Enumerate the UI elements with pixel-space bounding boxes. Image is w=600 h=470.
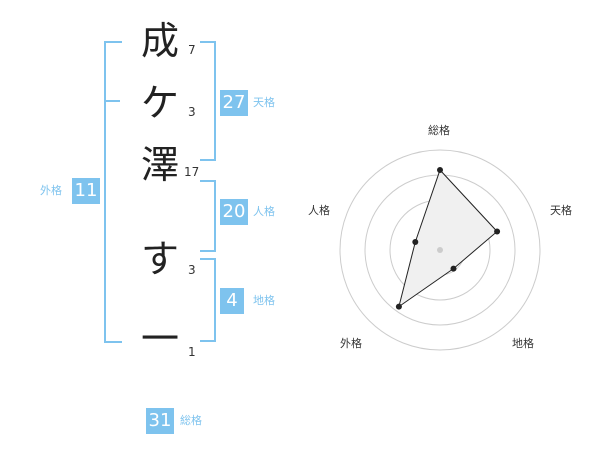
radar-point-4 [395, 303, 402, 310]
tenkaku-label: 天格 [253, 96, 275, 109]
soukaku-value: 31 [146, 408, 174, 434]
stroke-count-3: 17 [184, 165, 200, 179]
radar-point-2 [494, 228, 501, 235]
radar-ring [414, 224, 466, 276]
radar-rings [339, 149, 541, 351]
radar-label-tenkaku: 天格 [550, 204, 572, 217]
jinkaku-label: 人格 [253, 205, 275, 218]
gaikaku-bracket [104, 41, 122, 343]
chikaku-label: 地格 [253, 294, 275, 307]
tenkaku-value: 27 [220, 90, 248, 116]
chikaku-value: 4 [220, 288, 244, 314]
tenkaku-bracket [200, 41, 216, 161]
stroke-count-1: 7 [188, 43, 196, 57]
radar-label-jinkaku: 人格 [308, 204, 330, 217]
radar-label-soukaku: 総格 [428, 124, 450, 137]
gaikaku-value: 11 [72, 178, 100, 204]
stroke-count-2: 3 [188, 105, 196, 119]
gaikaku-label: 外格 [40, 184, 62, 197]
stroke-count-5: 1 [188, 345, 196, 359]
radar-label-gaikaku: 外格 [340, 337, 362, 350]
radar-ring [364, 174, 516, 326]
radar-point-1 [437, 167, 443, 173]
jinkaku-value: 20 [220, 199, 248, 225]
gaikaku-bracket-tick [106, 100, 120, 102]
radar-ring [339, 149, 541, 351]
radar-ring [389, 199, 491, 301]
stroke-count-4: 3 [188, 263, 196, 277]
name-char-1: 成 [140, 19, 179, 63]
jinkaku-bracket [200, 180, 216, 252]
radar-label-chikaku: 地格 [512, 337, 534, 350]
chikaku-bracket [200, 258, 216, 342]
soukaku-label: 総格 [180, 414, 202, 427]
name-char-3: 澤 [140, 143, 179, 187]
radar-point-5 [412, 239, 419, 245]
radar-point-3 [450, 265, 457, 272]
name-char-2: ケ [140, 81, 179, 125]
name-char-4: す [140, 237, 179, 281]
radar-polygon [398, 169, 498, 308]
name-char-5: 一 [140, 317, 179, 361]
radar-points [395, 167, 501, 310]
radar-center-dot [437, 247, 443, 253]
